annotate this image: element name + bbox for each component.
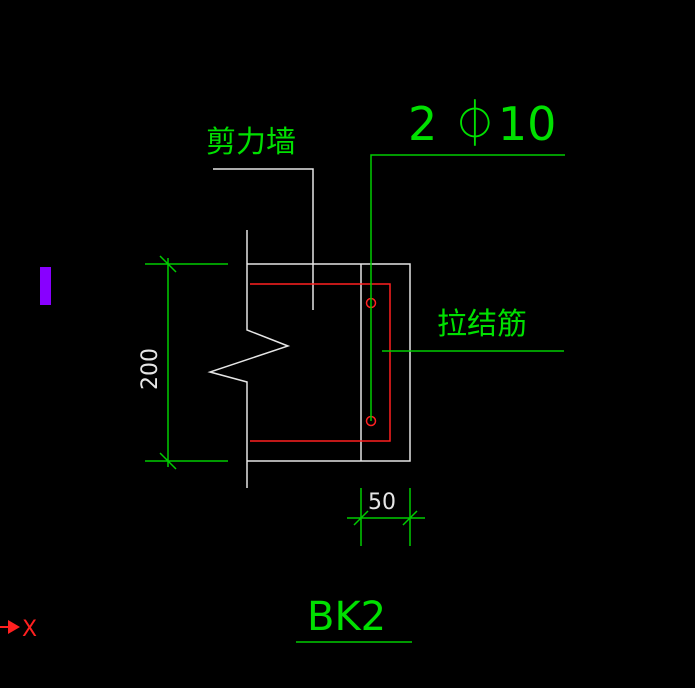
- wall-break-line: [207, 230, 291, 488]
- width-dimension: [347, 488, 425, 546]
- axis-x-label: X: [22, 617, 37, 642]
- ucs-axis-indicator: [0, 620, 20, 634]
- width-dimension-label: 50: [368, 490, 396, 515]
- main-rebar-leader: [370, 154, 565, 421]
- selection-marker[interactable]: [40, 267, 51, 305]
- height-dimension-label: 200: [138, 348, 163, 390]
- wall-outline: [247, 263, 411, 462]
- main-rebar-label: 2 ⏀10: [408, 97, 556, 151]
- tie-rebar-label: 拉结筋: [437, 307, 527, 342]
- section-name: BK2: [307, 594, 386, 640]
- height-dimension: [145, 255, 228, 470]
- shear-wall-leader: [213, 168, 314, 310]
- shear-wall-label: 剪力墙: [206, 125, 296, 160]
- tie-rebar-outline: [250, 283, 391, 442]
